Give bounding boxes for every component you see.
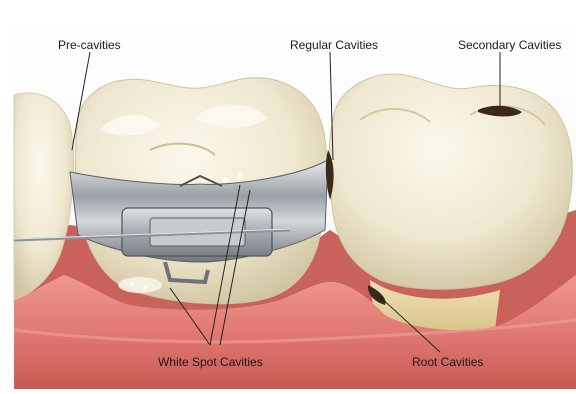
label-regular-cavities: Regular Cavities — [290, 38, 378, 52]
right-molar — [329, 74, 572, 289]
label-white-spot-cavities: White Spot Cavities — [158, 355, 263, 369]
label-secondary-cavities: Secondary Cavities — [458, 38, 561, 52]
label-pre-cavities: Pre-cavities — [58, 38, 121, 52]
label-root-cavities: Root Cavities — [412, 355, 483, 369]
